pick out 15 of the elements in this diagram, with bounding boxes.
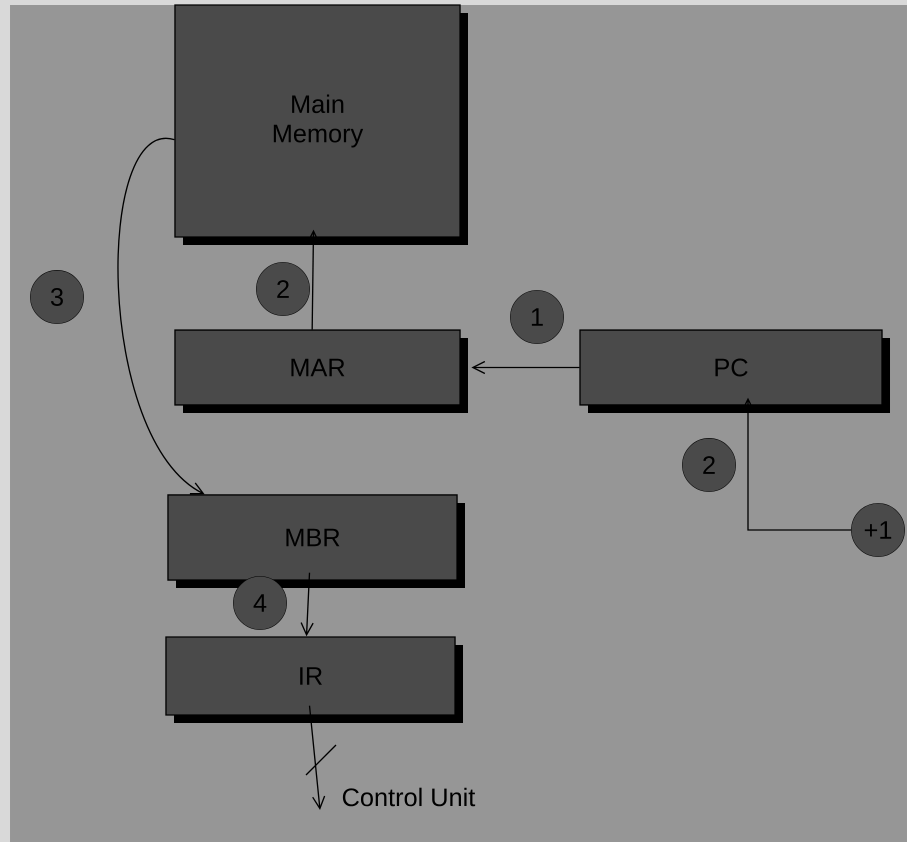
register-box: PC (579, 329, 890, 413)
callout-number: 4 (233, 576, 287, 630)
arrow (308, 706, 326, 810)
callout-number: 3 (30, 270, 84, 324)
arrow (300, 572, 314, 636)
arrow (471, 360, 580, 374)
arrow (118, 139, 205, 494)
callout-number: 1 (510, 290, 564, 344)
register-box: IR (165, 636, 463, 723)
register-box: MBR (167, 494, 465, 588)
destination-label: Control Unit (342, 788, 476, 806)
callout-number: 2 (682, 438, 736, 492)
register-box: Main Memory (174, 4, 468, 245)
callout-number: 2 (256, 262, 310, 316)
register-box: MAR (174, 329, 468, 413)
